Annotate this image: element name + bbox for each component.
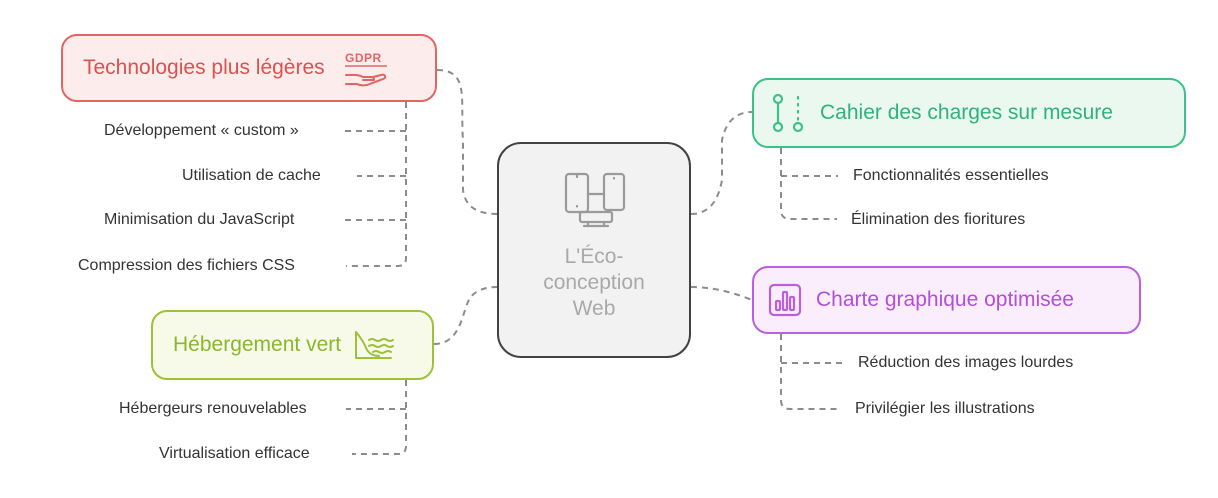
node-hebergement-title: Hébergement vert [173,333,342,356]
center-node: L'Éco- conception Web [497,142,691,358]
chart-item-2: Privilégier les illustrations [855,400,1035,417]
chart-item-1: Réduction des images lourdes [858,354,1074,371]
waves-icon [353,330,395,360]
host-item-2: Virtualisation efficace [159,445,310,462]
tech-item-4: Compression des fichiers CSS [78,257,295,274]
node-charte-title: Charte graphique optimisée [816,288,1074,311]
host-item-1: Hébergeurs renouvelables [119,400,307,417]
node-technologies-title: Technologies plus légères [83,56,325,79]
center-title: L'Éco- conception Web [543,245,645,320]
gdpr-hand-icon: GDPR [343,48,389,88]
devices-icon [564,172,626,228]
node-charte: Charte graphique optimisée [752,266,1141,334]
svg-text:GDPR: GDPR [345,51,382,65]
node-technologies: Technologies plus légères GDPR [61,34,437,102]
node-cahier-title: Cahier des charges sur mesure [820,101,1113,124]
spec-item-2: Élimination des fioritures [851,211,1026,228]
spec-item-1: Fonctionnalités essentielles [853,167,1049,184]
node-cahier: Cahier des charges sur mesure [752,78,1186,148]
tech-item-1: Développement « custom » [104,122,299,139]
node-hebergement: Hébergement vert [151,310,434,380]
tech-item-3: Minimisation du JavaScript [104,211,295,228]
bar-chart-icon [768,283,802,317]
git-branch-icon [770,93,804,133]
tech-item-2: Utilisation de cache [182,167,321,184]
